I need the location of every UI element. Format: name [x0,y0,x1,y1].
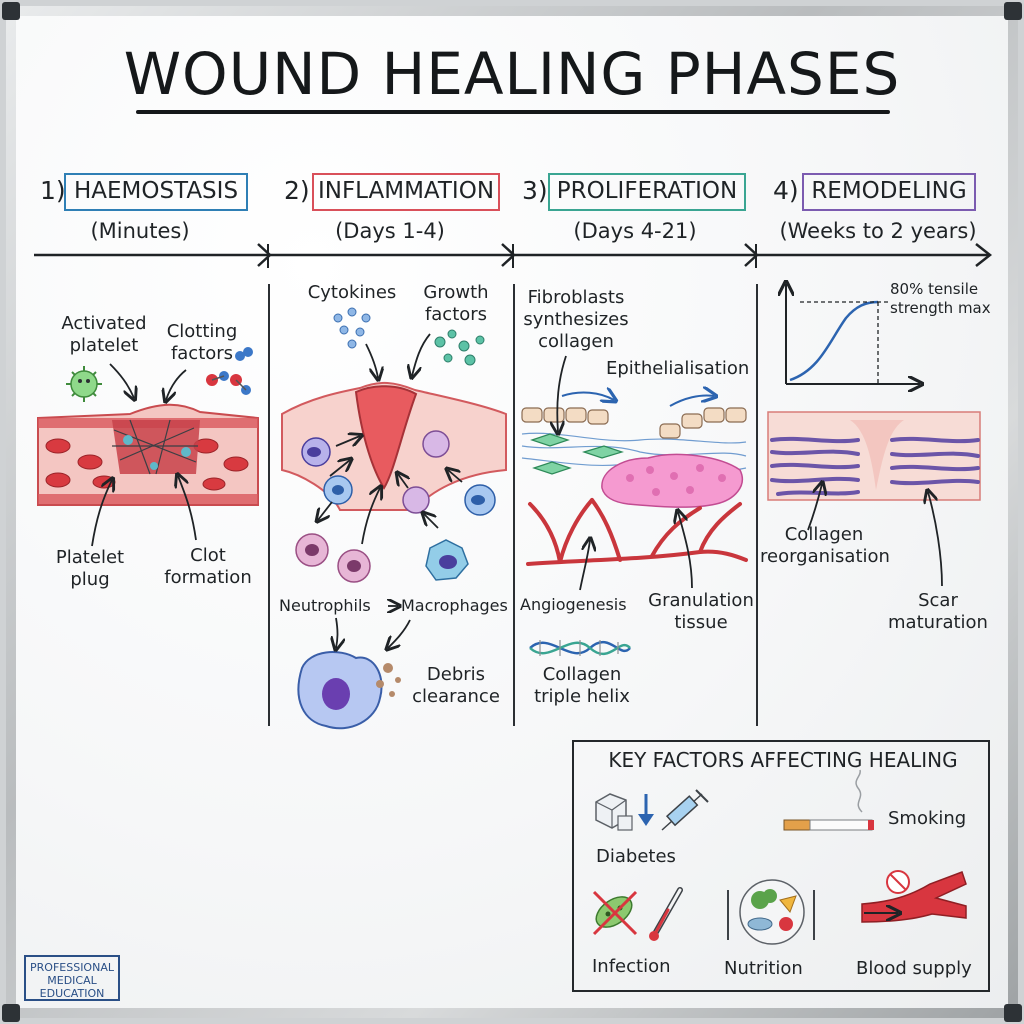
label-activated-platelet: Activated platelet [61,313,147,356]
epithelialisation-arrows [561,393,714,407]
inflammation-arrows [318,333,463,648]
phase-4-title: REMODELING [802,173,976,211]
clotting-factors-icon [206,347,253,395]
label-growth-factors: Growth factors [423,282,489,325]
key-factors-panel [572,740,990,992]
blood-vessel-illustration [37,403,259,506]
thermometer-icon [649,887,683,941]
label-smoking: Smoking [888,808,967,829]
label-platelet-plug: Platelet plug [55,547,125,590]
food-plate-icon [727,879,815,945]
label-epithelialisation: Epithelialisation [606,358,750,379]
column-divider [268,284,270,726]
haemostasis-arrows [91,363,197,547]
phase-2-number: 2) [284,176,310,205]
label-nutrition: Nutrition [724,958,803,979]
frame-corner [2,1004,20,1022]
label-clot-formation: Clot formation [164,545,252,588]
title-underline [136,110,890,114]
phase-1-number: 1) [40,176,66,205]
scar-tissue-illustration [767,411,981,501]
label-fibroblasts: Fibroblasts synthesizes collagen [523,287,629,352]
label-debris-clearance: Debris clearance [412,664,500,707]
proliferation-arrows [557,355,693,591]
label-infection: Infection [592,956,671,977]
label-collagen-triple-helix: Collagen triple helix [534,664,630,707]
syringe-icon [661,789,709,831]
sugar-cube-icon [595,793,633,831]
tensile-strength-graph [786,284,920,384]
blood-vessel-supply-icon [861,870,967,923]
frame-corner [2,2,20,20]
key-factors-heading: KEY FACTORS AFFECTING HEALING [608,748,958,772]
growth-factor-dots [434,329,485,366]
label-scar-maturation: Scar maturation [888,590,988,633]
down-arrow-icon [638,794,654,826]
cigarette-icon [783,769,874,831]
immune-cells [295,430,496,583]
granulation-tissue-blob [601,453,743,508]
frame-corner [1004,1004,1022,1022]
label-clotting-factors: Clotting factors [166,321,238,364]
phase-2-title: INFLAMMATION [312,173,500,211]
dna-helix-icon [529,640,631,656]
label-tensile-strength: 80% tensile strength max [890,280,991,317]
education-stamp: PROFESSIONAL MEDICAL EDUCATION [24,955,120,1001]
bacteria-crossed-icon [592,890,638,936]
phase-1-title: HAEMOSTASIS [64,173,248,211]
phase-4-number: 4) [773,176,799,205]
frame-corner [1004,2,1022,20]
label-macrophages: Macrophages [401,596,508,615]
label-collagen-reorganisation: Collagen reorganisation [760,524,890,567]
timeline-axis [34,243,993,268]
label-neutrophils: Neutrophils [279,596,371,615]
phase-2-duration: (Days 1-4) [335,219,445,243]
epidermis-cells [521,407,747,439]
label-cytokines: Cytokines [307,282,397,303]
column-divider [513,284,515,726]
column-divider [756,284,758,726]
page-title: WOUND HEALING PHASES [123,40,901,108]
label-angiogenesis: Angiogenesis [520,595,627,614]
label-blood-supply: Blood supply [856,958,972,979]
activated-platelet-icon [66,366,102,402]
blood-vessel-branches [526,498,748,566]
phase-3-title: PROLIFERATION [548,173,746,211]
remodeling-arrows [807,484,943,587]
phase-1-duration: (Minutes) [90,219,190,243]
cytokine-dots [333,307,371,349]
phase-3-number: 3) [522,176,548,205]
fibroblast-cells [530,433,624,475]
label-diabetes: Diabetes [596,846,676,867]
board-surface [16,16,1008,1008]
phase-3-duration: (Days 4-21) [573,219,697,243]
label-granulation-tissue: Granulation tissue [648,590,754,633]
phase-4-duration: (Weeks to 2 years) [779,219,977,243]
macrophage-engulfing-icon [297,651,401,730]
